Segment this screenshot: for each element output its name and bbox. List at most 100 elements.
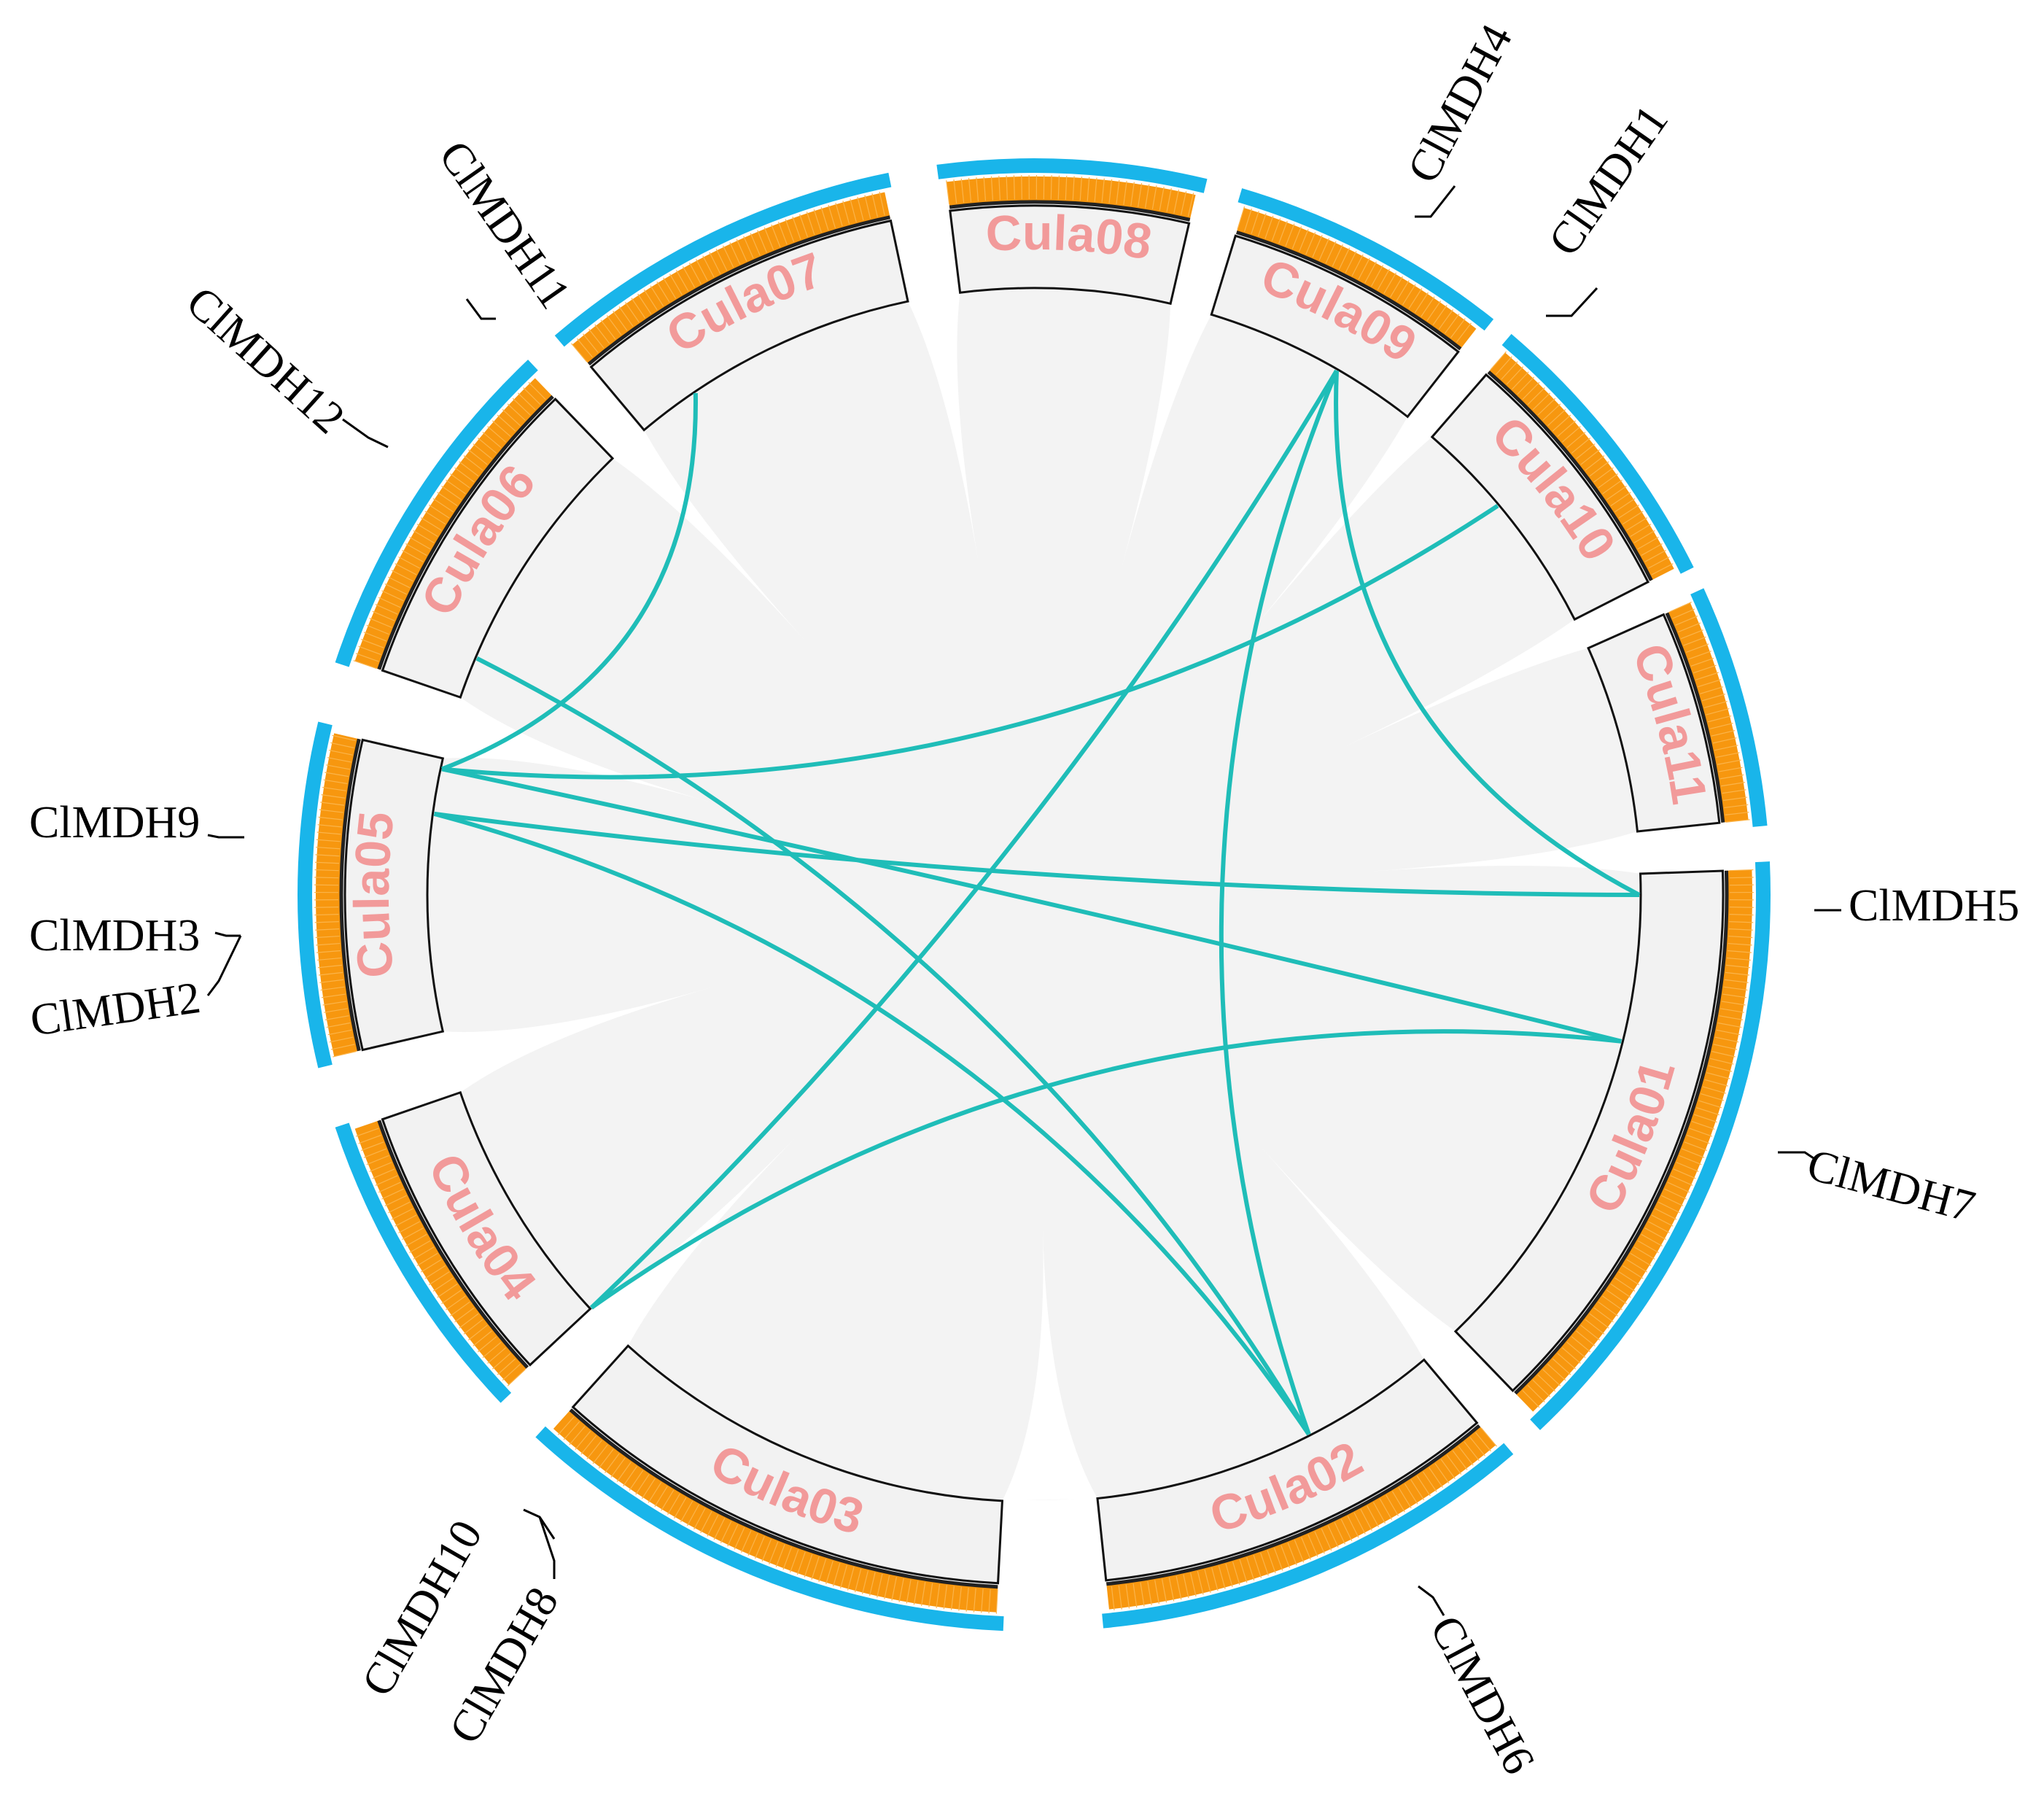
gap-wedge (1367, 831, 1641, 874)
density-tick (1327, 1525, 1339, 1548)
density-tick (605, 1453, 620, 1473)
density-tick (1154, 1580, 1159, 1605)
density-tick (594, 324, 610, 344)
density-tick (1197, 1571, 1204, 1595)
density-tick (950, 1586, 955, 1610)
density-tick (421, 1259, 442, 1273)
density-tick (1712, 737, 1737, 744)
density-tick (1072, 176, 1075, 201)
chromosome-cula07 (589, 219, 909, 432)
synteny-links (433, 369, 1641, 1436)
density-tick (761, 1539, 772, 1562)
density-tick (958, 1586, 962, 1611)
density-tick (1173, 190, 1180, 214)
gene-label-clmdh2: ClMDH2 (27, 973, 203, 1046)
gap-wedge (443, 697, 714, 803)
density-tick (316, 831, 341, 835)
density-tick (656, 282, 670, 303)
density-tick (1561, 426, 1581, 443)
density-tick (432, 498, 454, 513)
density-tick (1708, 1065, 1732, 1072)
density-tick (361, 1141, 384, 1152)
density-tick (1422, 1471, 1437, 1492)
density-tick (372, 1168, 395, 1179)
leader-line-clmdh4 (1415, 185, 1456, 218)
density-tick (1694, 1114, 1717, 1123)
density-tick (1294, 1540, 1305, 1563)
density-tick (1050, 175, 1052, 200)
density-tick (643, 290, 658, 311)
density-tick (1469, 1437, 1485, 1456)
link-clmdh4-clmdh6 (1219, 370, 1339, 1435)
density-tick (450, 1301, 470, 1316)
density-tick (1664, 1188, 1687, 1200)
density-tick (316, 950, 341, 953)
density-tick (1552, 1358, 1571, 1376)
orange-ring-baseline (587, 215, 891, 366)
density-tick (976, 177, 979, 202)
density-tick (487, 1347, 507, 1364)
density-tick (1637, 1240, 1659, 1254)
density-tick (409, 1240, 431, 1254)
density-tick (1698, 1100, 1722, 1109)
density-tick (813, 209, 822, 233)
density-tick (1716, 752, 1740, 759)
density-tick (1722, 789, 1746, 794)
density-tick (424, 1265, 446, 1279)
density-tick (326, 764, 350, 770)
density-tick (667, 1493, 680, 1515)
density-tick (454, 1307, 475, 1323)
density-tick (1571, 438, 1591, 454)
density-tick (906, 1579, 912, 1604)
density-tick (316, 846, 341, 850)
density-tick (1630, 1252, 1652, 1266)
blue-ring-cula01 (1530, 861, 1771, 1430)
density-tick (792, 216, 801, 240)
density-tick (332, 734, 356, 742)
density-tick (1606, 1289, 1627, 1304)
density-tick (491, 420, 511, 438)
density-tick (1522, 381, 1540, 400)
chromosome-cula04 (381, 1090, 592, 1367)
blue-ring-cula08 (936, 158, 1208, 193)
density-tick (871, 193, 878, 217)
density-tick (316, 942, 341, 946)
density-tick (995, 1589, 998, 1614)
density-tick (467, 449, 488, 465)
density-tick (1132, 1583, 1138, 1607)
orange-ring-baseline (1514, 870, 1729, 1395)
density-tick (322, 1001, 347, 1006)
density-tick (1602, 479, 1623, 494)
density-tick (327, 757, 351, 763)
density-tick (317, 824, 342, 828)
leader-line-clmdh7 (1778, 1151, 1816, 1161)
density-tick (1232, 1562, 1240, 1586)
density-tick (1506, 366, 1524, 385)
density-tick (315, 854, 340, 857)
density-tick (820, 206, 829, 230)
density-tick (777, 222, 788, 245)
density-tick (1225, 1563, 1233, 1587)
density-tick (771, 224, 781, 247)
density-tick (325, 1015, 349, 1020)
density-tick (625, 302, 640, 323)
gene-label-clmdh7: ClMDH7 (1802, 1140, 1980, 1232)
density-tick (1557, 1352, 1577, 1370)
density-tick (1618, 504, 1639, 519)
gene-label-clmdh8: ClMDH8 (440, 1579, 568, 1752)
density-tick (402, 550, 424, 562)
density-tick (378, 597, 401, 608)
density-tick (324, 1008, 348, 1013)
leader-line-clmdh12 (342, 418, 389, 449)
density-tick (375, 1175, 398, 1186)
density-tick (1402, 284, 1416, 306)
density-tick (1728, 942, 1752, 946)
density-tick (1644, 550, 1666, 562)
density-tick (1576, 443, 1596, 459)
density-tick (1408, 288, 1423, 309)
density-tick (1144, 184, 1150, 209)
density-tick (1689, 1128, 1713, 1137)
density-tick (1237, 206, 1246, 230)
density-tick (1287, 1543, 1297, 1566)
